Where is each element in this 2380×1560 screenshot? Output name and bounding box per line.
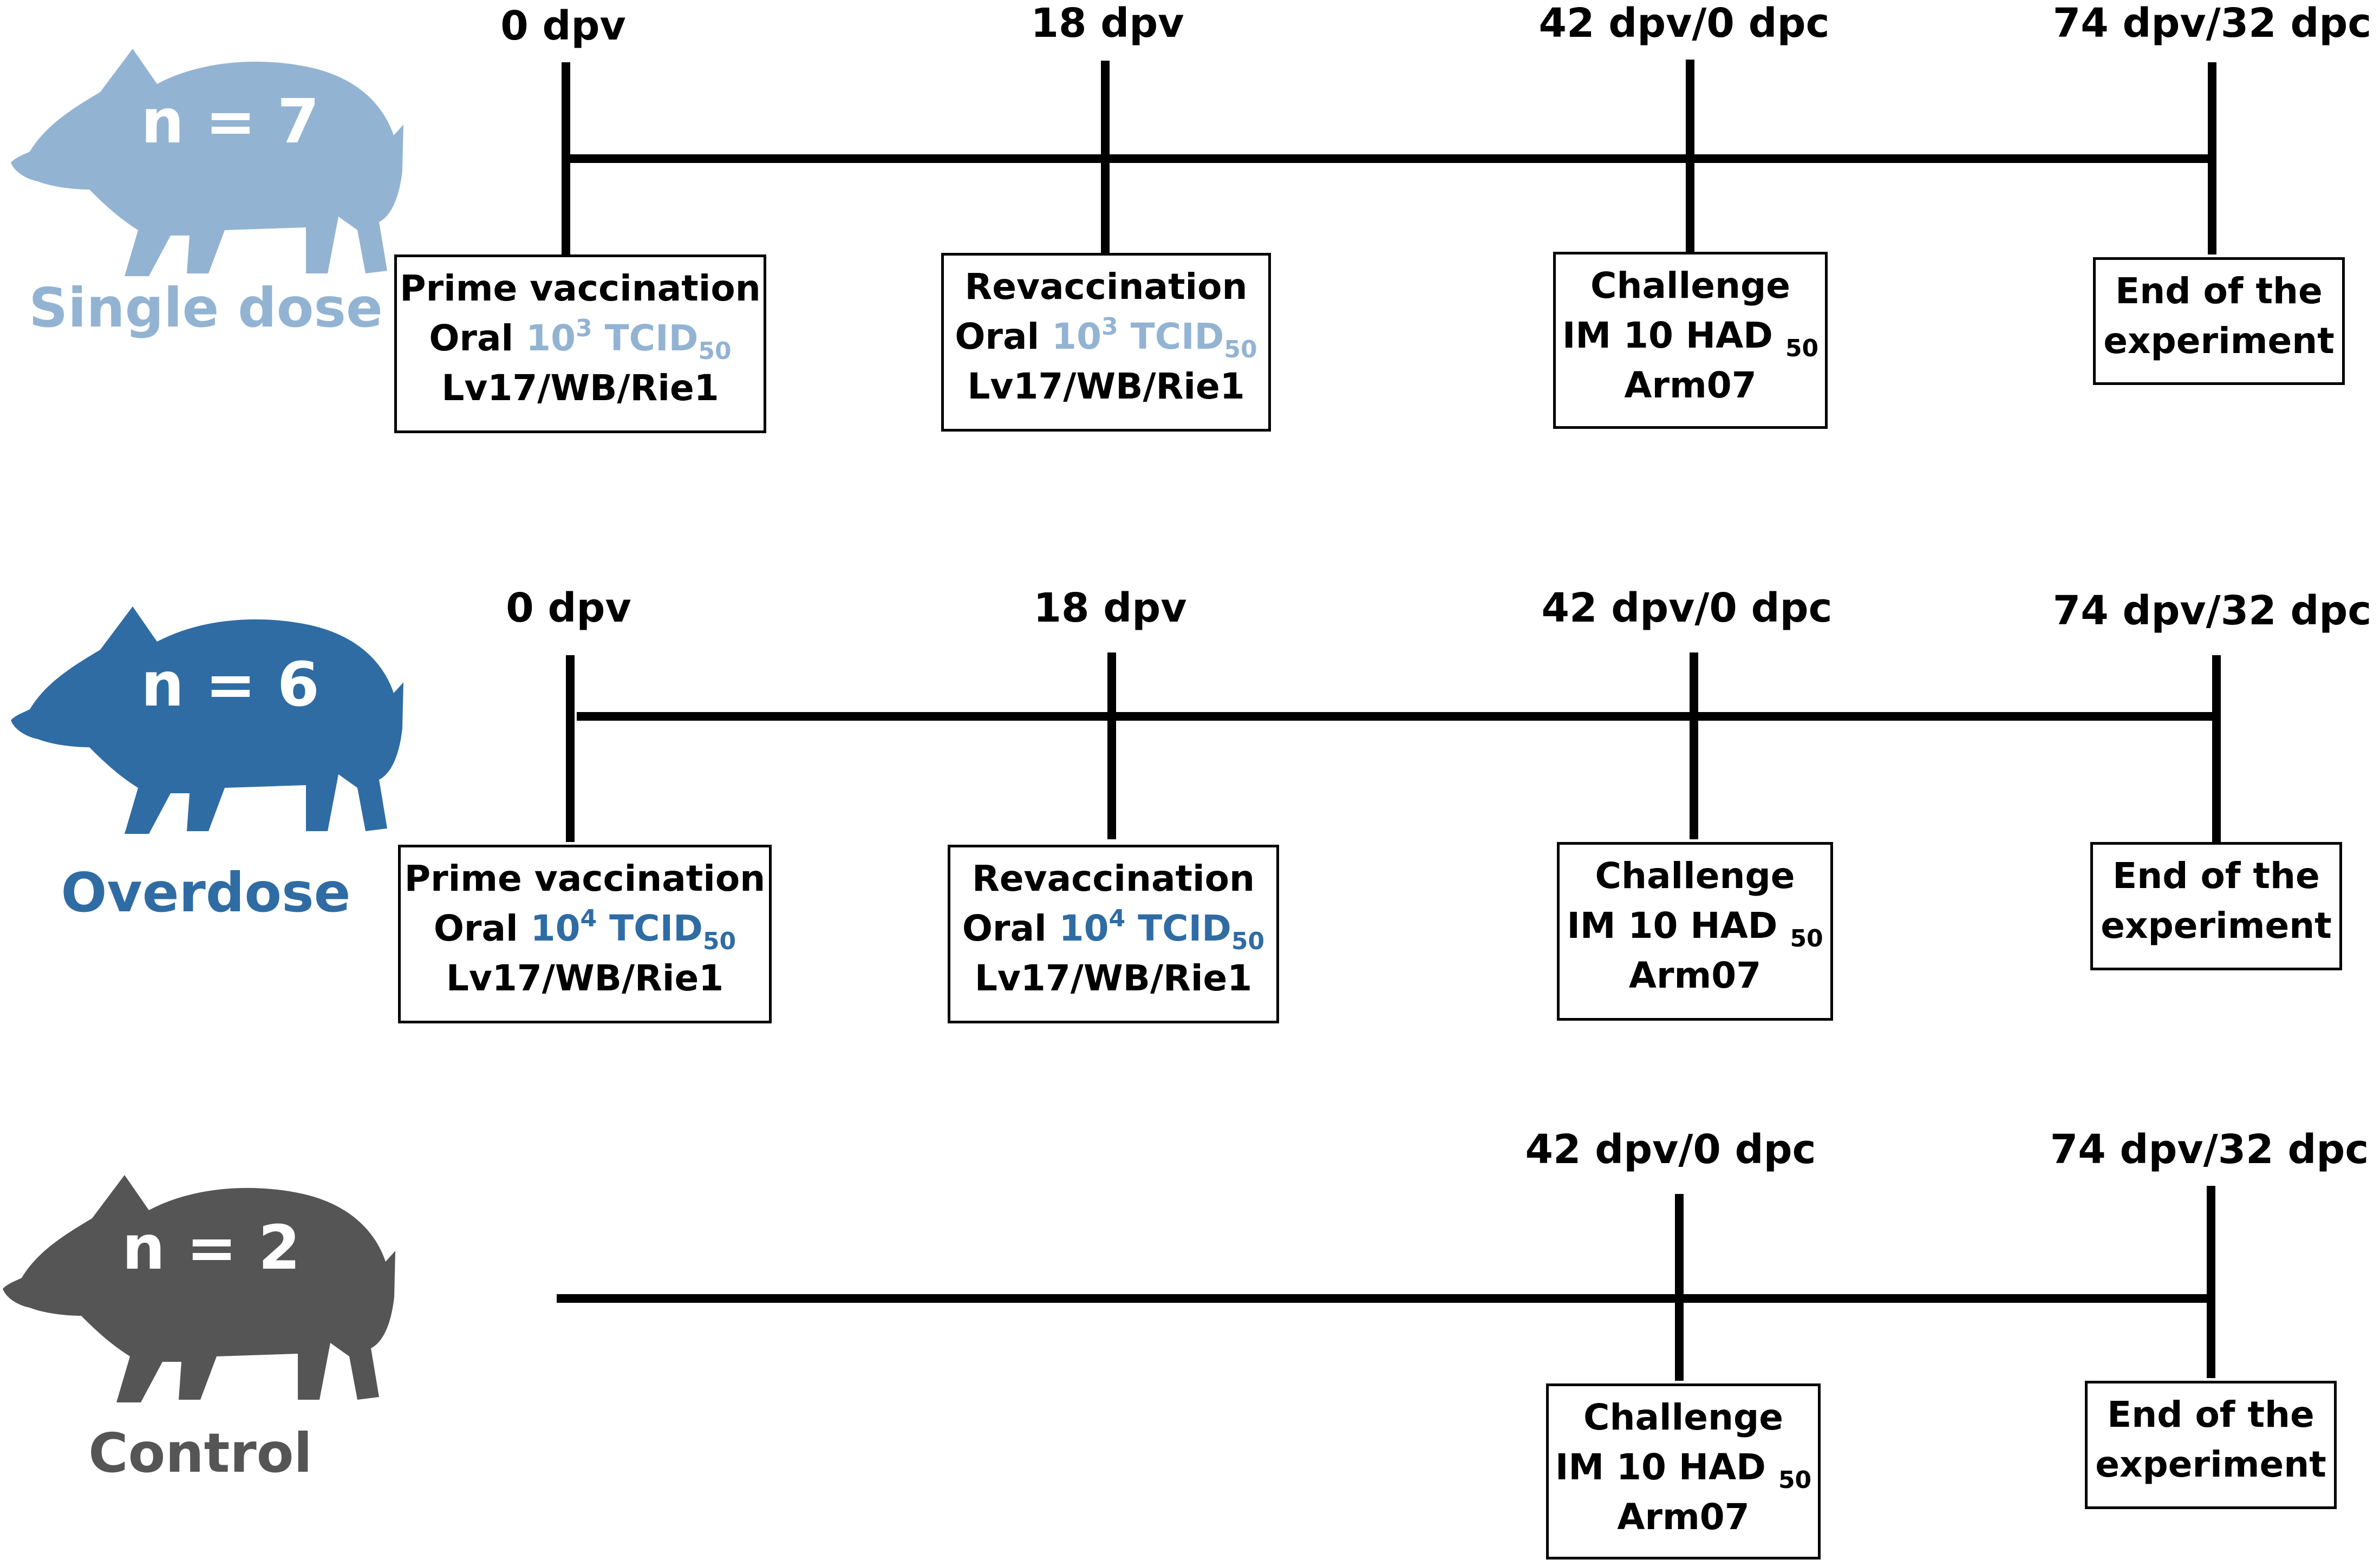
event-box-revaccination: Revaccination Oral 103 TCID50 Lv17/WB/Ri… (941, 253, 1271, 432)
timeline-tick (1107, 652, 1116, 839)
timeline-tick (1101, 61, 1110, 253)
group-name-label: Control (88, 1421, 312, 1485)
group-row-overdose: n = 6 Overdose 0 dpv 18 dpv 42 dpv/0 dpc… (0, 585, 2371, 1105)
group-size-label: n = 2 (122, 1213, 301, 1283)
timepoint-label: 74 dpv/32 dpc (2050, 1126, 2369, 1173)
event-box-end-of-experiment: End of the experiment (2093, 257, 2345, 385)
event-box-prime-vaccination: Prime vaccination Oral 104 TCID50 Lv17/W… (398, 845, 772, 1023)
event-box-revaccination: Revaccination Oral 104 TCID50 Lv17/WB/Ri… (948, 845, 1279, 1023)
timepoint-label: 42 dpv/0 dpc (1541, 585, 1833, 631)
timeline-line (557, 1294, 2214, 1303)
timeline-tick (2208, 62, 2216, 254)
timepoint-label: 0 dpv (500, 3, 626, 49)
timepoint-label: 42 dpv/0 dpc (1538, 0, 1830, 47)
timepoint-label: 74 dpv/32 dpc (2052, 588, 2372, 634)
timeline-tick (1686, 60, 1694, 252)
timepoint-label: 18 dpv (1031, 0, 1184, 47)
timeline-line (577, 712, 2220, 721)
timeline-tick (2212, 655, 2221, 842)
timeline-tick (562, 62, 570, 254)
event-box-end-of-experiment: End of the experiment (2090, 842, 2342, 970)
group-name-label: Overdose (61, 861, 351, 924)
event-box-prime-vaccination: Prime vaccination Oral 103 TCID50 Lv17/W… (394, 254, 766, 433)
timepoint-label: 42 dpv/0 dpc (1525, 1126, 1816, 1173)
group-size-label: n = 6 (141, 650, 319, 720)
event-box-challenge: Challenge IM 10 HAD 50 Arm07 (1546, 1383, 1821, 1559)
event-box-challenge: Challenge IM 10 HAD 50 Arm07 (1553, 252, 1828, 429)
timeline-tick (1690, 652, 1698, 839)
group-row-single-dose: n = 7 Single dose 0 dpv 18 dpv 42 dpv/0 … (0, 0, 2371, 520)
timeline-tick (566, 655, 575, 842)
group-size-label: n = 7 (141, 87, 319, 157)
group-row-control: n = 2 Control 42 dpv/0 dpc 74 dpv/32 dpc… (0, 1126, 2369, 1560)
timepoint-label: 18 dpv (1033, 585, 1187, 631)
timepoint-label: 0 dpv (506, 585, 631, 631)
timeline-tick (2207, 1186, 2215, 1378)
timeline-line (563, 154, 2215, 163)
group-name-label: Single dose (29, 276, 383, 340)
event-box-end-of-experiment: End of the experiment (2085, 1381, 2337, 1509)
timeline-tick (1675, 1194, 1684, 1381)
timepoint-label: 74 dpv/32 dpc (2052, 0, 2372, 47)
event-box-challenge: Challenge IM 10 HAD 50 Arm07 (1557, 842, 1833, 1021)
